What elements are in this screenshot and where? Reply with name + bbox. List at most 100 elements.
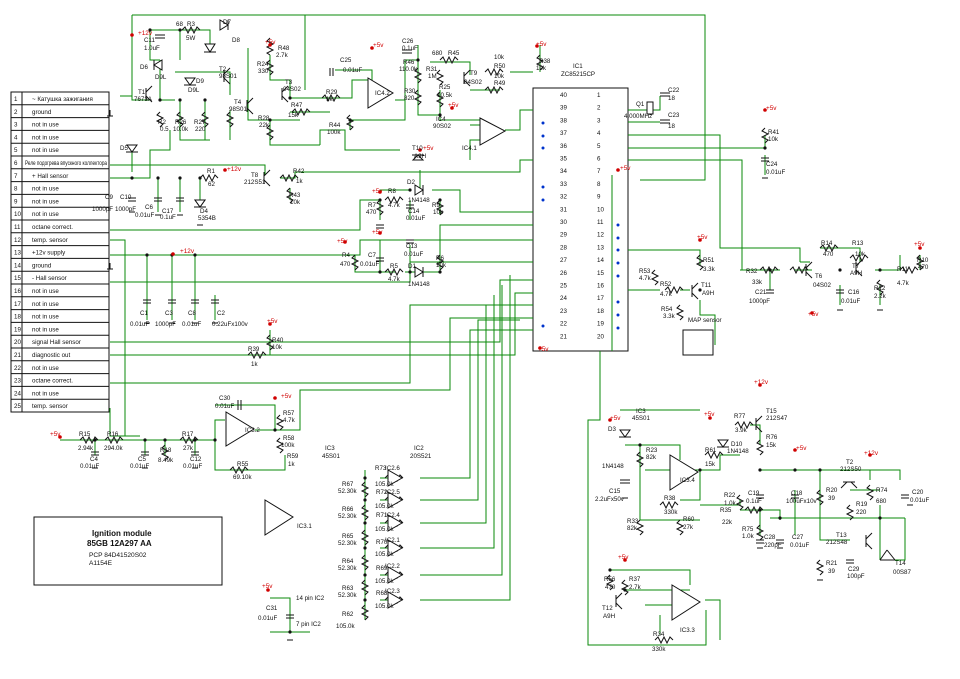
connector-pin-label: +12v supply: [32, 250, 66, 257]
svg-text:R9: R9: [432, 202, 440, 209]
svg-text:C19: C19: [748, 490, 760, 497]
svg-text:39: 39: [828, 495, 835, 502]
svg-text:3.3k: 3.3k: [663, 313, 676, 320]
svg-text:D9L: D9L: [188, 87, 200, 94]
svg-text:45S01: 45S01: [322, 453, 340, 460]
svg-text:A9H: A9H: [414, 153, 426, 160]
svg-text:IC2.1: IC2.1: [385, 537, 400, 544]
svg-text:D2: D2: [407, 179, 415, 186]
svg-text:R41: R41: [768, 129, 780, 136]
svg-text:1N4148: 1N4148: [727, 448, 749, 455]
svg-text:62: 62: [208, 181, 215, 188]
connector-pin-label: not in use: [32, 134, 59, 141]
svg-text:69.10k: 69.10k: [233, 474, 252, 481]
svg-text:T9: T9: [470, 70, 478, 77]
svg-text:4.7k: 4.7k: [283, 417, 296, 424]
svg-text:R50: R50: [494, 63, 506, 70]
svg-text:D6: D6: [140, 64, 148, 71]
svg-text:27k: 27k: [683, 524, 694, 531]
connector-pin-label: not in use: [32, 186, 59, 193]
svg-text:R38: R38: [664, 495, 676, 502]
svg-text:C5: C5: [138, 456, 146, 463]
svg-text:R72: R72: [376, 489, 388, 496]
connector-pin-number: 11: [14, 224, 21, 231]
svg-text:IC4.1: IC4.1: [462, 145, 477, 152]
svg-text:R55: R55: [237, 461, 249, 468]
svg-text:2.7k: 2.7k: [629, 584, 642, 591]
svg-text:10k: 10k: [272, 344, 283, 351]
ic1-left-pin: 35: [560, 156, 567, 163]
ic1-right-pin: 16: [597, 283, 604, 290]
svg-text:82k: 82k: [646, 454, 657, 461]
connector-pin-number: 12: [14, 237, 21, 244]
connector-pin-number: 2: [14, 109, 18, 116]
svg-text:R4: R4: [342, 252, 350, 259]
svg-text:IC2.6: IC2.6: [385, 465, 400, 472]
svg-text:D1: D1: [408, 263, 416, 270]
connector-pin-label: temp. sensor: [32, 237, 68, 244]
svg-text:R68: R68: [376, 590, 388, 597]
connector-pin-label: not in use: [32, 147, 59, 154]
ic1-left-pin: 38: [560, 117, 567, 124]
connector-pin-number: 1: [14, 96, 18, 103]
svg-text:100k: 100k: [327, 129, 341, 136]
components: [79, 19, 925, 645]
ic1-right-pin: 5: [597, 143, 601, 150]
svg-text:R29: R29: [326, 89, 338, 96]
svg-text:18: 18: [668, 95, 675, 102]
connector-pin-label: octane correct.: [32, 378, 73, 385]
svg-text:68: 68: [176, 21, 183, 28]
svg-text:1000pF: 1000pF: [749, 298, 770, 305]
svg-text:IC2.2: IC2.2: [385, 563, 400, 570]
connector-pin-number: 19: [14, 326, 21, 333]
svg-text:R13: R13: [852, 240, 864, 247]
ic1-pin-marks: [541, 121, 620, 330]
svg-text:0.5: 0.5: [160, 126, 169, 133]
svg-text:52.30k: 52.30k: [338, 540, 357, 547]
svg-text:R6: R6: [436, 255, 444, 262]
connector-pin-number: 17: [14, 301, 21, 308]
svg-text:C27: C27: [792, 534, 804, 541]
ic1-left-pin: 22: [560, 321, 567, 328]
svg-text:R21: R21: [826, 560, 838, 567]
connector-pin-number: 3: [14, 122, 18, 129]
svg-text:22k: 22k: [259, 122, 270, 129]
svg-text:+5v: +5v: [337, 238, 348, 245]
svg-text:105.0k: 105.0k: [336, 623, 355, 630]
svg-text:C30: C30: [219, 395, 231, 402]
svg-text:+5v: +5v: [373, 42, 384, 49]
svg-text:R14: R14: [821, 240, 833, 247]
svg-text:220: 220: [856, 509, 867, 516]
connector-pin-label: not in use: [32, 390, 59, 397]
ic1-right-pin: 19: [597, 321, 604, 328]
connector-pin-label: not in use: [32, 365, 59, 372]
ic1-left-pin: 33: [560, 181, 567, 188]
svg-text:C14: C14: [408, 208, 420, 215]
svg-text:212S50: 212S50: [840, 466, 862, 473]
svg-text:470: 470: [366, 209, 377, 216]
connector-pin-number: 23: [14, 378, 21, 385]
svg-text:1000pF: 1000pF: [155, 321, 176, 328]
svg-text:R60: R60: [683, 516, 695, 523]
svg-text:52.30k: 52.30k: [338, 592, 357, 599]
opamp-ic4-1: [479, 117, 507, 146]
svg-text:R25: R25: [439, 84, 451, 91]
svg-text:330: 330: [258, 68, 269, 75]
svg-text:0.01uF: 0.01uF: [130, 463, 149, 470]
svg-text:C20: C20: [912, 489, 924, 496]
ic1-part: ZC85215CP: [561, 71, 595, 78]
svg-text:C22: C22: [668, 87, 680, 94]
ic1-name: IC1: [573, 63, 583, 70]
svg-text:T12: T12: [602, 605, 613, 612]
svg-text:R35: R35: [720, 507, 732, 514]
svg-text:1k: 1k: [326, 96, 333, 103]
svg-text:820: 820: [404, 95, 415, 102]
svg-text:10k: 10k: [855, 251, 866, 258]
svg-text:C7: C7: [368, 252, 376, 259]
svg-text:22k: 22k: [722, 519, 733, 526]
svg-text:IC3.2: IC3.2: [245, 427, 260, 434]
svg-text:1.0uF: 1.0uF: [144, 45, 160, 52]
svg-text:C2: C2: [217, 310, 225, 317]
svg-text:D10: D10: [731, 441, 743, 448]
svg-text:R48: R48: [278, 45, 290, 52]
